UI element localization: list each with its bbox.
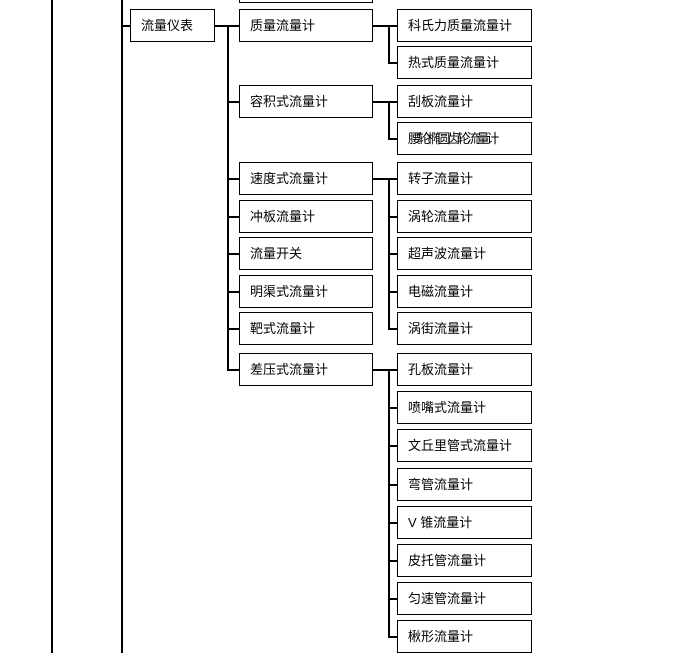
node-velocity[interactable]: 速度式流量计 bbox=[239, 162, 373, 195]
connector-lead-diffpress-3 bbox=[388, 444, 397, 447]
node-openchan[interactable]: 明渠式流量计 bbox=[239, 275, 373, 308]
connector-lead-velocity-5 bbox=[388, 327, 397, 330]
connector-stem-velocity bbox=[373, 177, 390, 180]
connector-stem-mass bbox=[373, 24, 390, 27]
connector-lead-diffpress-1 bbox=[388, 368, 397, 371]
connector-branch-velocity bbox=[227, 177, 239, 180]
connector-root-stem bbox=[215, 24, 229, 27]
connector-branch-volumetric bbox=[227, 100, 239, 103]
node-diffpress-child-3[interactable]: 文丘里管式流量计 bbox=[397, 429, 532, 462]
connector-lead-diffpress-6 bbox=[388, 559, 397, 562]
node-diffpress-child-8[interactable]: 楸形流量计 bbox=[397, 620, 532, 653]
node-diffpress[interactable]: 差压式流量计 bbox=[239, 353, 373, 386]
node-velocity-child-3[interactable]: 超声波流量计 bbox=[397, 237, 532, 270]
connector-branch-diffpress bbox=[227, 368, 239, 371]
node-diffpress-child-1[interactable]: 孔板流量计 bbox=[397, 353, 532, 386]
node-volumetric[interactable]: 容积式流量计 bbox=[239, 85, 373, 118]
connector-trunk-volumetric bbox=[388, 101, 390, 139]
connector-trunk-diffpress bbox=[388, 369, 390, 637]
node-target[interactable]: 靶式流量计 bbox=[239, 312, 373, 345]
connector-lead-mass-1 bbox=[388, 24, 397, 27]
connector-lead-velocity-2 bbox=[388, 215, 397, 218]
connector-trunk-mass bbox=[388, 25, 390, 63]
connector-branch-impact bbox=[227, 215, 239, 218]
connector-branch-switch bbox=[227, 252, 239, 255]
connector-lead-mass-2 bbox=[388, 61, 397, 64]
connector-lead-diffpress-4 bbox=[388, 483, 397, 486]
connector-lead-diffpress-2 bbox=[388, 406, 397, 409]
node-diffpress-child-5[interactable]: V 锥流量计 bbox=[397, 506, 532, 539]
connector-lead-velocity-1 bbox=[388, 177, 397, 180]
connector-lead-volumetric-1 bbox=[388, 100, 397, 103]
connector-lead-diffpress-5 bbox=[388, 521, 397, 524]
connector-stem-diffpress bbox=[373, 368, 390, 371]
connector-root-trunk bbox=[227, 25, 229, 370]
node-diffpress-child-2[interactable]: 喷嘴式流量计 bbox=[397, 391, 532, 424]
connector-lead-diffpress-7 bbox=[388, 597, 397, 600]
node-mass-child-1[interactable]: 科氏力质量流量计 bbox=[397, 9, 532, 42]
connector-branch-mass bbox=[227, 24, 239, 27]
node-root-flow-instrument[interactable]: 流量仪表 bbox=[130, 9, 215, 42]
node-velocity-child-1[interactable]: 转子流量计 bbox=[397, 162, 532, 195]
node-mass-child-2[interactable]: 热式质量流量计 bbox=[397, 46, 532, 79]
connector-lead-volumetric-2 bbox=[388, 137, 397, 140]
node-velocity-child-5[interactable]: 涡街流量计 bbox=[397, 312, 532, 345]
connector-branch-target bbox=[227, 327, 239, 330]
node-impact[interactable]: 冲板流量计 bbox=[239, 200, 373, 233]
node-velocity-child-2[interactable]: 涡轮流量计 bbox=[397, 200, 532, 233]
node-diffpress-child-6[interactable]: 皮托管流量计 bbox=[397, 544, 532, 577]
page-margin-rule-2 bbox=[121, 0, 123, 653]
node-velocity-child-4[interactable]: 电磁流量计 bbox=[397, 275, 532, 308]
connector-lead-velocity-3 bbox=[388, 252, 397, 255]
node-mass[interactable]: 质量流量计 bbox=[239, 9, 373, 42]
connector-lead-velocity-4 bbox=[388, 290, 397, 293]
node-volumetric-child-2[interactable]: 腰轮椭圆齿轮流量计 bbox=[397, 122, 532, 155]
node-switch[interactable]: 流量开关 bbox=[239, 237, 373, 270]
node-diffpress-child-7[interactable]: 匀速管流量计 bbox=[397, 582, 532, 615]
clipped-node-above-viewport bbox=[239, 0, 373, 3]
connector-stem-volumetric bbox=[373, 100, 390, 103]
connector-root-inlet bbox=[121, 24, 130, 27]
node-volumetric-child-1[interactable]: 刮板流量计 bbox=[397, 85, 532, 118]
node-diffpress-child-4[interactable]: 弯管流量计 bbox=[397, 468, 532, 501]
connector-branch-openchan bbox=[227, 290, 239, 293]
page-margin-rule-1 bbox=[51, 0, 53, 653]
connector-lead-diffpress-8 bbox=[388, 635, 397, 638]
